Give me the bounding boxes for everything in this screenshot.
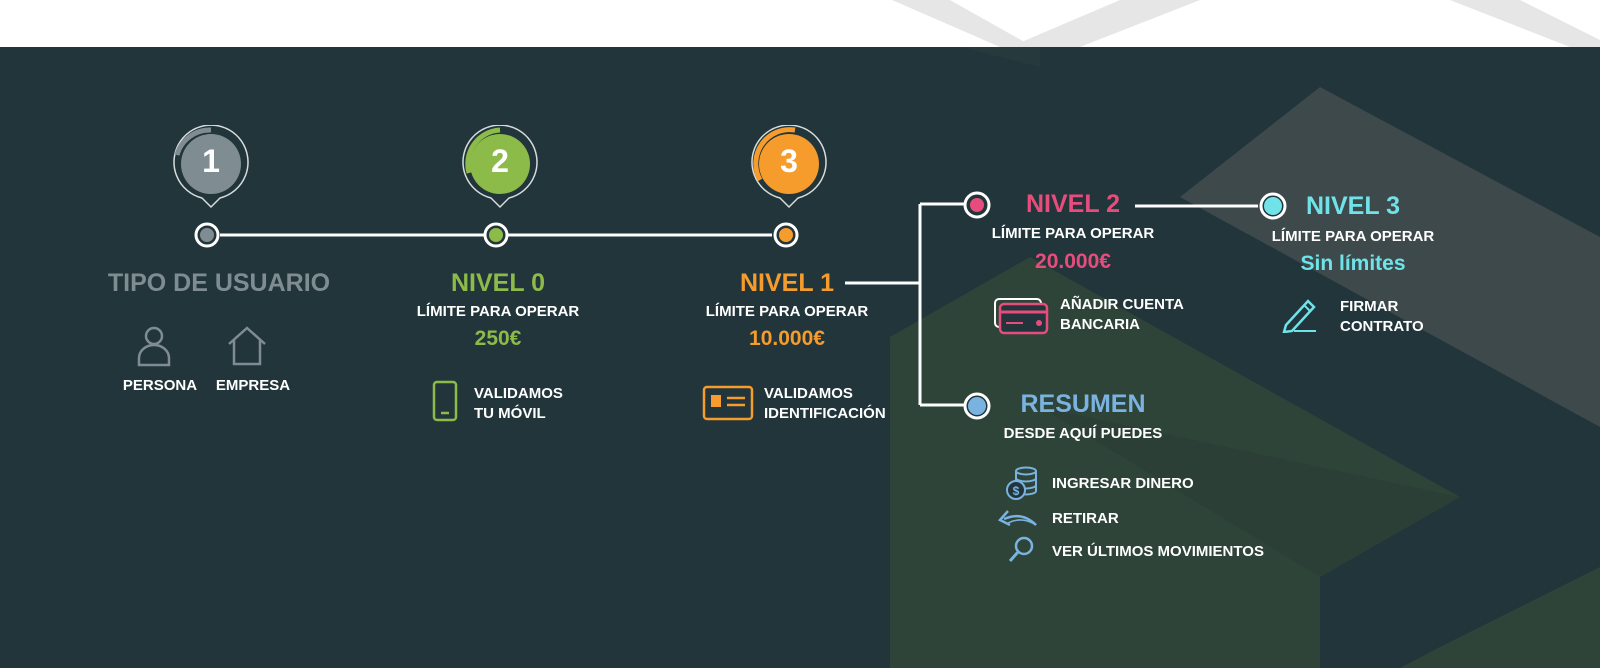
step-number-1: 1	[202, 143, 220, 179]
coins-icon: $	[1006, 466, 1037, 500]
credit-card-icon	[994, 298, 1049, 335]
resumen-item-ingresar: INGRESAR DINERO	[1052, 475, 1194, 492]
background-decoration-top	[892, 0, 1600, 47]
step-pin-1: 1	[172, 124, 250, 217]
nivel-1-limit-value: 10.000€	[749, 327, 825, 350]
mobile-phone-icon	[432, 380, 458, 422]
step-pin-3: 3	[750, 124, 828, 217]
node-resumen	[963, 392, 991, 420]
svg-text:$: $	[1013, 484, 1020, 498]
magnifier-icon	[1008, 536, 1034, 562]
timeline-node-3	[773, 222, 799, 248]
nivel-2-limit-value: 20.000€	[1035, 250, 1111, 273]
resumen-item-retirar: RETIRAR	[1052, 510, 1119, 527]
levels-diagram-panel: 1 2 3 TIPO DE USUARIO PERSONA EMPRESA NI…	[0, 47, 1600, 668]
node-nivel-2	[963, 191, 991, 219]
timeline-node-2	[483, 222, 509, 248]
person-icon	[137, 326, 171, 367]
resumen-subtitle: DESDE AQUÍ PUEDES	[1003, 425, 1163, 442]
resumen-title: RESUMEN	[1020, 390, 1146, 418]
pen-icon	[1282, 299, 1316, 333]
nivel-0-limit-label: LÍMITE PARA OPERAR	[416, 303, 580, 320]
nivel-0-limit-value: 250€	[474, 327, 522, 350]
background-decoration	[890, 47, 1600, 668]
id-card-icon	[702, 385, 754, 421]
tipo-usuario-title: TIPO DE USUARIO	[107, 269, 331, 297]
house-icon	[228, 326, 266, 366]
step-number-3: 3	[780, 143, 798, 179]
nivel-3-limit-value: Sin límites	[1300, 252, 1406, 275]
node-nivel-3	[1259, 192, 1287, 220]
arrow-back-icon	[997, 510, 1037, 527]
empresa-label: EMPRESA	[215, 377, 291, 394]
resumen-item-movimientos: VER ÚLTIMOS MOVIMIENTOS	[1052, 543, 1264, 560]
persona-label: PERSONA	[122, 377, 198, 394]
timeline-node-1	[194, 222, 220, 248]
nivel-1-limit-label: LÍMITE PARA OPERAR	[705, 303, 869, 320]
step-pin-2: 2	[461, 124, 539, 217]
nivel-3-limit-label: LÍMITE PARA OPERAR	[1271, 228, 1435, 245]
nivel-1-title: NIVEL 1	[739, 269, 835, 297]
nivel-3-title: NIVEL 3	[1305, 192, 1401, 220]
nivel-2-limit-label: LÍMITE PARA OPERAR	[991, 225, 1155, 242]
nivel-2-title: NIVEL 2	[1025, 190, 1121, 218]
step-number-2: 2	[491, 143, 509, 179]
top-band	[0, 0, 1600, 47]
nivel-0-title: NIVEL 0	[450, 269, 546, 297]
